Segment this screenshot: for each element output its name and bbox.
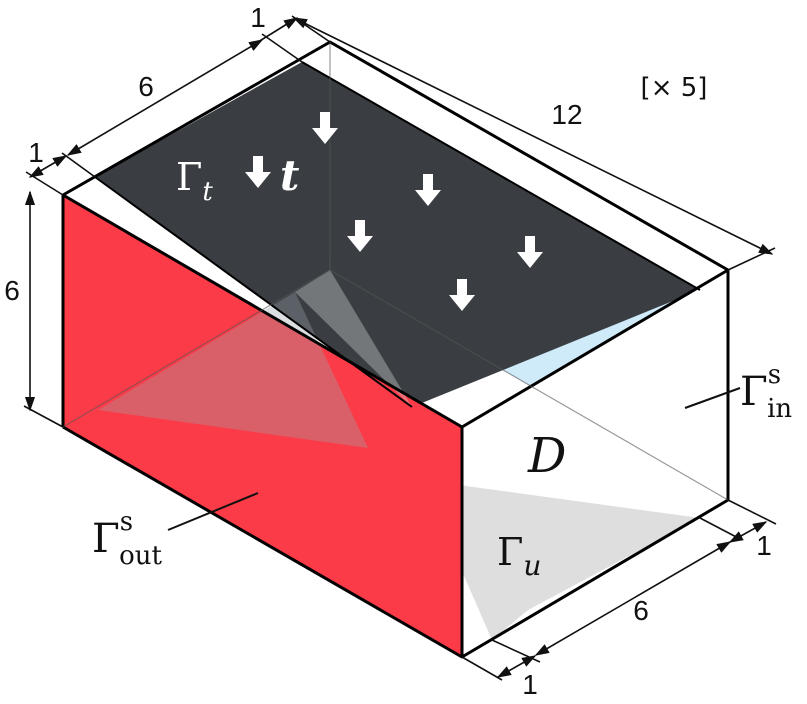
fixed-surface-label: Γu	[497, 530, 541, 582]
scale-note: [× 5]	[641, 73, 708, 103]
traction-vector-label: t	[280, 151, 299, 200]
dim-left-offset: 1	[28, 137, 44, 168]
hidden-triangle-back	[295, 270, 412, 407]
dim-top-left-offset: 1	[250, 2, 266, 33]
dim-top-left-width: 6	[138, 71, 154, 102]
outlet-face	[63, 195, 462, 657]
domain-label: D	[527, 428, 566, 484]
dim-bottom-width: 6	[633, 595, 649, 626]
dim-height: 6	[4, 275, 20, 306]
hidden-triangle	[98, 292, 368, 448]
leader-lines	[167, 387, 741, 531]
dim-bottom-right-offset: 1	[756, 530, 772, 561]
dim-length: 12	[551, 99, 582, 130]
dim-bottom-left-offset: 1	[522, 669, 538, 700]
top-strip-front	[63, 177, 462, 427]
dimension-lines	[23, 15, 777, 681]
traction-surface-label: Γt	[176, 155, 213, 207]
